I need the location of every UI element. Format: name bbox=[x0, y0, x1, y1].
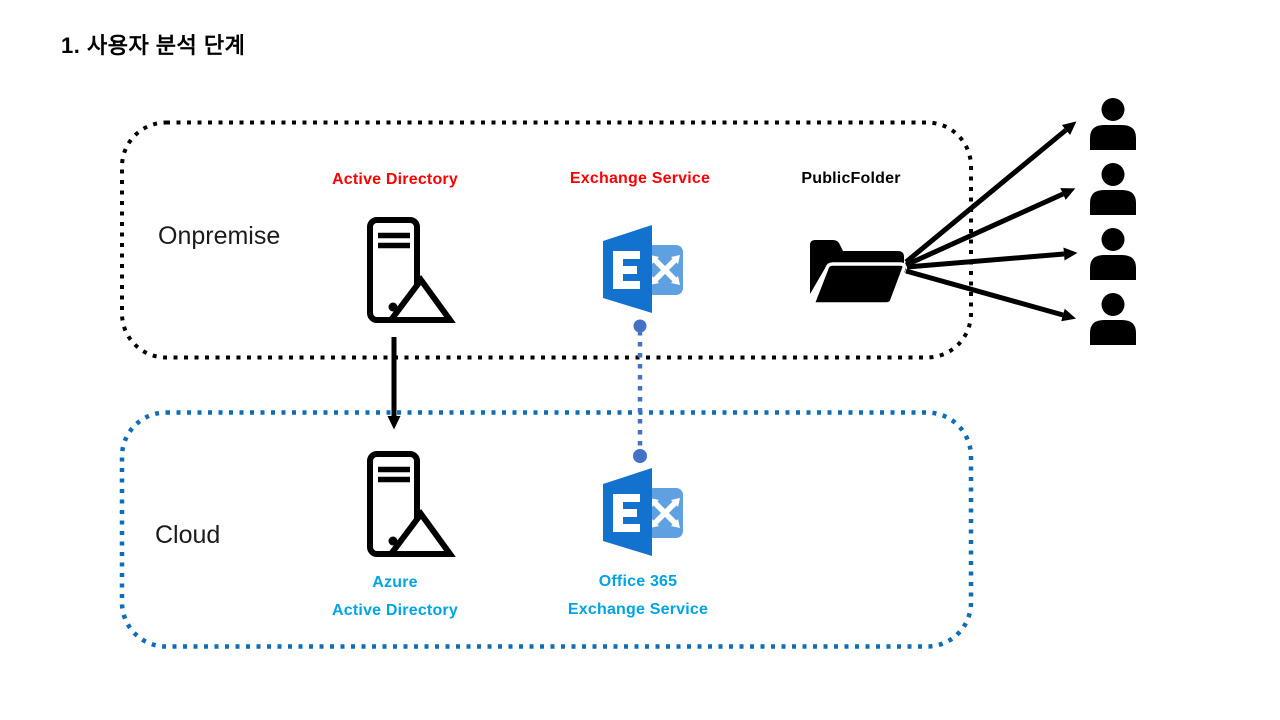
o365-exchange-label-line1: Office 365 bbox=[598, 573, 678, 590]
person-icon bbox=[1088, 163, 1138, 215]
server-icon bbox=[358, 447, 456, 559]
exchange-service-label: Exchange Service bbox=[569, 170, 711, 187]
azure-ad-label-line2: Active Directory bbox=[332, 602, 458, 619]
exchange-icon bbox=[596, 464, 686, 561]
server-icon bbox=[358, 213, 456, 325]
person-icon bbox=[1088, 98, 1138, 150]
publicfolder-fanout-arrows bbox=[892, 121, 1078, 322]
exchange-icon bbox=[596, 221, 686, 318]
folder-icon bbox=[803, 232, 908, 310]
active-directory-label: Active Directory bbox=[332, 171, 458, 188]
public-folder-label: PublicFolder bbox=[801, 170, 901, 187]
azure-ad-label-line1: Azure bbox=[372, 574, 418, 591]
exchange-sync-connector bbox=[633, 319, 647, 463]
onpremise-boundary bbox=[120, 120, 973, 360]
o365-exchange-label-line2: Exchange Service bbox=[567, 601, 709, 618]
person-icon bbox=[1088, 228, 1138, 280]
person-icon bbox=[1088, 293, 1138, 345]
page-title: 1. 사용자 분석 단계 bbox=[61, 33, 246, 58]
cloud-zone-label: Cloud bbox=[155, 521, 221, 549]
cloud-boundary bbox=[119, 410, 974, 649]
onpremise-zone-label: Onpremise bbox=[158, 222, 281, 250]
